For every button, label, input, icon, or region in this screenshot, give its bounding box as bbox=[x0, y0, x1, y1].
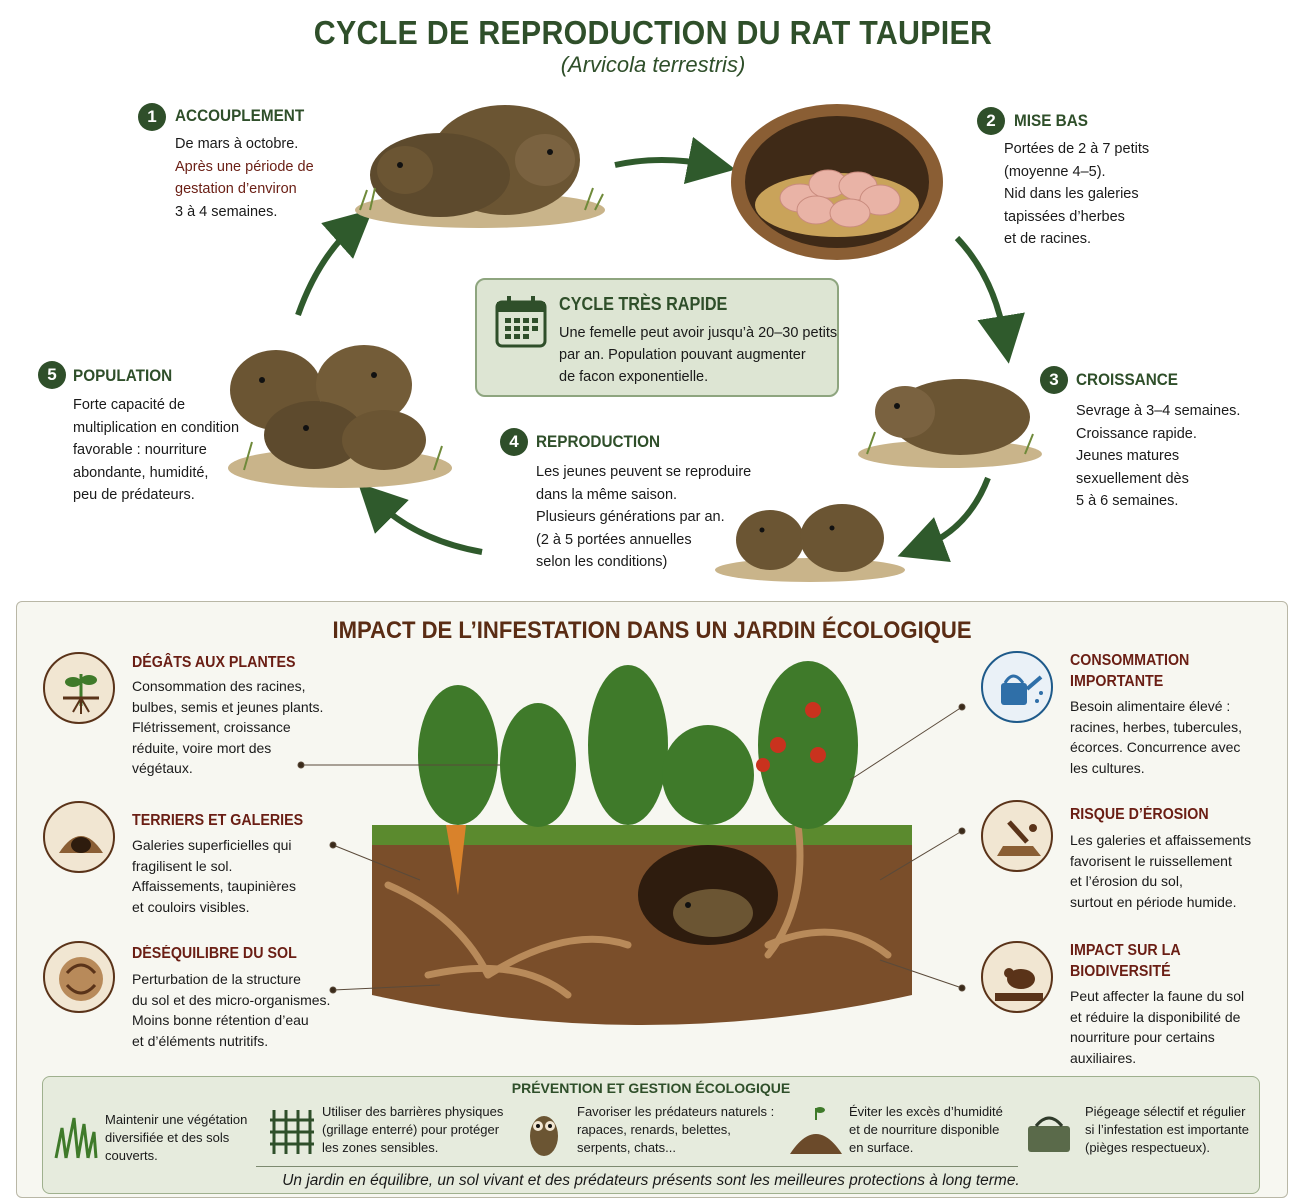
step-4-badge: 4 bbox=[500, 428, 528, 456]
impact-title: IMPACT DE L’INFESTATION DANS UN JARDIN É… bbox=[332, 617, 972, 644]
page-title: CYCLE DE REPRODUCTION DU RAT TAUPIER bbox=[313, 14, 993, 51]
prevention-item-5-text: Piégeage sélectif et régulier si l’infes… bbox=[1085, 1104, 1250, 1155]
cycle-arrows bbox=[295, 136, 1025, 563]
page-subtitle: (Arvicola terrestris) bbox=[560, 52, 746, 77]
prevention-divider bbox=[256, 1166, 1018, 1167]
impact-left-3-text: Perturbation de la structure du sol et d… bbox=[132, 971, 331, 1049]
impact-right-2-text: Les galeries et affaissements favorisent… bbox=[1070, 832, 1252, 910]
cycle-box-text: Une femelle peut avoir jusqu’à 20–30 pet… bbox=[559, 325, 838, 385]
cycle-box-title: CYCLE TRÈS RAPIDE bbox=[559, 294, 728, 314]
step-5-text: Forte capacité de multiplication en cond… bbox=[73, 397, 240, 503]
erosion-icon bbox=[981, 800, 1053, 872]
burrow-icon bbox=[43, 801, 115, 873]
step-3-badge: 3 bbox=[1040, 366, 1068, 394]
soil-cycle-icon bbox=[43, 941, 115, 1013]
biodiversity-icon bbox=[981, 941, 1053, 1013]
trap-icon bbox=[1028, 1116, 1070, 1152]
growing-rat-illustration bbox=[858, 379, 1042, 468]
cycle-rapid-box: CYCLE TRÈS RAPIDE Une femelle peut avoir… bbox=[475, 278, 839, 397]
step-3-text: Sevrage à 3–4 semaines. Croissance rapid… bbox=[1076, 403, 1241, 509]
fence-icon bbox=[270, 1110, 314, 1154]
step-2-text: Portées de 2 à 7 petits (moyenne 4–5). N… bbox=[1004, 141, 1150, 247]
impact-right-1-text: Besoin alimentaire élevé : racines, herb… bbox=[1070, 698, 1242, 776]
arrow-1-to-2 bbox=[614, 136, 736, 185]
step-5-title: POPULATION bbox=[73, 366, 173, 385]
prevention-item-3-text: Favoriser les prédateurs naturels : rapa… bbox=[577, 1104, 775, 1155]
step-2-badge: 2 bbox=[977, 107, 1005, 135]
prevention-item-4-text: Éviter les excès d’humidité et de nourri… bbox=[849, 1104, 1003, 1155]
soil-cross-section-illustration bbox=[372, 661, 912, 1025]
arrow-4-to-5 bbox=[358, 483, 483, 555]
impact-right-3-text: Peut affecter la faune du sol et réduire… bbox=[1070, 988, 1245, 1066]
arrow-5-to-1 bbox=[295, 209, 373, 316]
arrow-2-to-3 bbox=[954, 235, 1025, 364]
watering-can-icon bbox=[981, 651, 1053, 723]
step-2-title: MISE BAS bbox=[1014, 111, 1088, 130]
impact-left-2-text: Galeries superficielles qui fragilisent … bbox=[132, 837, 296, 915]
calendar-icon bbox=[495, 296, 547, 348]
owl-icon bbox=[530, 1116, 558, 1156]
step-4-title: REPRODUCTION bbox=[536, 432, 661, 451]
step-1-badge: 1 bbox=[138, 103, 166, 131]
grass-icon bbox=[54, 1117, 98, 1159]
impact-left-2-title: TERRIERS ET GALERIES bbox=[132, 812, 304, 829]
young-rats-illustration bbox=[715, 504, 905, 582]
step-5-badge: 5 bbox=[38, 361, 66, 389]
impact-right-1-title: CONSOMMATION IMPORTANTE bbox=[1070, 652, 1190, 690]
impact-connector-lines bbox=[297, 703, 966, 994]
step-3-title: CROISSANCE bbox=[1076, 370, 1179, 389]
prevention-footer: Un jardin en équilibre, un sol vivant et… bbox=[282, 1172, 1020, 1189]
population-rats-illustration bbox=[228, 345, 452, 488]
impact-left-3-title: DÉSÉQUILIBRE DU SOL bbox=[132, 945, 297, 962]
plant-roots-icon bbox=[43, 652, 115, 724]
soil-mound-icon bbox=[790, 1107, 842, 1154]
mating-rats-illustration bbox=[355, 105, 605, 228]
impact-right-3-title: IMPACT SUR LA BIODIVERSITÉ bbox=[1070, 942, 1181, 980]
prevention-item-2-text: Utiliser des barrières physiques (grilla… bbox=[322, 1104, 504, 1155]
prevention-title: PRÉVENTION ET GESTION ÉCOLOGIQUE bbox=[511, 1080, 791, 1096]
impact-left-1-title: DÉGÂTS AUX PLANTES bbox=[132, 654, 296, 671]
impact-right-2-title: RISQUE D’ÉROSION bbox=[1070, 806, 1209, 823]
arrow-3-to-4 bbox=[897, 476, 991, 563]
step-1-title: ACCOUPLEMENT bbox=[175, 106, 305, 125]
prevention-item-1-text: Maintenir une végétation diversifiée et … bbox=[105, 1112, 248, 1163]
step-4-text: Les jeunes peuvent se reproduire dans la… bbox=[536, 464, 752, 570]
step-1-text: De mars à octobre. Après une période de … bbox=[175, 136, 314, 220]
nest-illustration bbox=[731, 104, 943, 260]
impact-left-1-text: Consommation des racines, bulbes, semis … bbox=[132, 678, 324, 776]
